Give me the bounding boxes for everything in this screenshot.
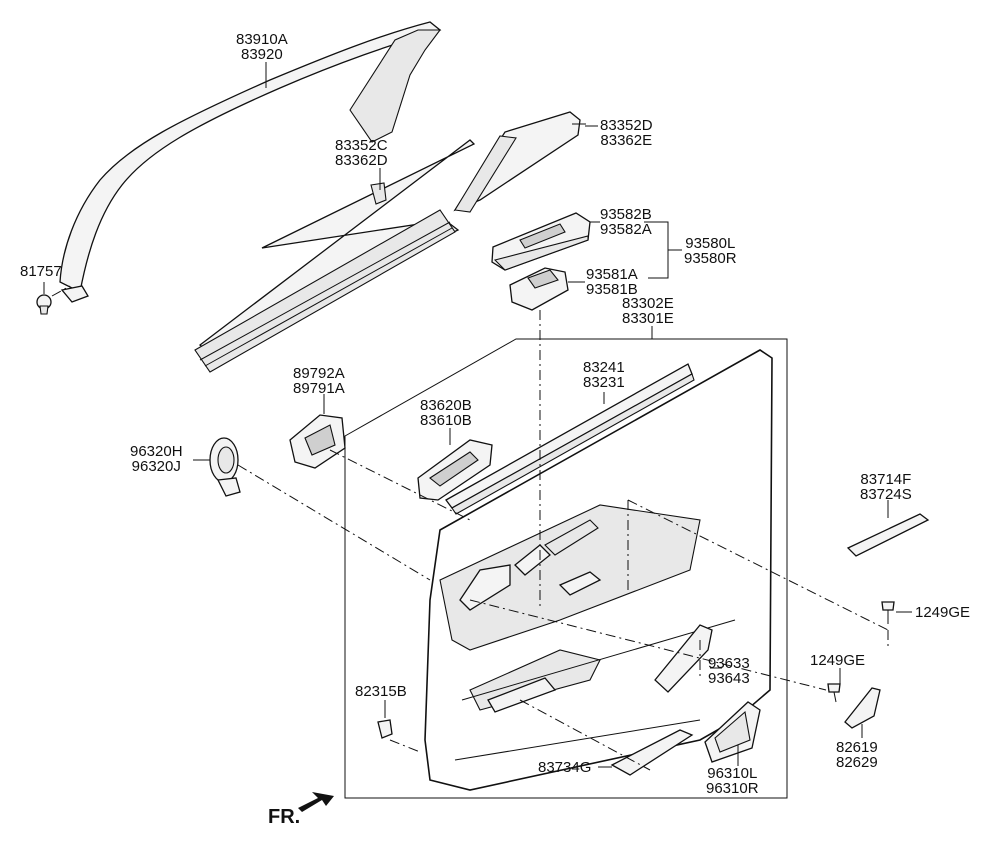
callout-line: 83714F: [860, 471, 912, 488]
callout-line: 81757: [20, 263, 62, 280]
delta-garnish: [453, 111, 586, 213]
callout-1249ge-right: 1249GE: [915, 605, 970, 620]
callout-line: 83920: [241, 46, 283, 63]
screw-lower: [827, 683, 841, 703]
callout-83734g: 83734G: [538, 760, 591, 775]
callout-line: 83241: [583, 359, 625, 376]
callout-line: 89792A: [293, 365, 345, 382]
callout-line: 93581A: [586, 266, 638, 283]
callout-line: 93643: [708, 670, 750, 687]
callout-line: 83734G: [538, 759, 592, 776]
armrest-switch-panel: [654, 624, 713, 693]
trim-pad: [846, 513, 930, 557]
callout-89792a: 89792A 89791A: [293, 366, 345, 396]
callout-line: 1249GE: [810, 652, 866, 669]
callout-line: 83352D: [600, 117, 653, 134]
callout-83302e: 83302E 83301E: [622, 296, 674, 326]
callout-96310l: 96310L 96310R: [706, 766, 759, 796]
callout-line: 83910A: [236, 31, 288, 48]
inner-weatherstrip: [194, 139, 476, 373]
power-window-main-switch: [491, 212, 591, 271]
door-pocket-pad: [610, 729, 694, 776]
callout-96320h: 96320H 96320J: [130, 444, 183, 474]
screw-right: [881, 601, 895, 624]
power-window-sub-switch: [509, 267, 569, 311]
front-direction-label: FR.: [268, 806, 301, 828]
callout-line: 93581B: [586, 281, 638, 298]
callout-93581a: 93581A 93581B: [586, 267, 638, 297]
callout-line: 93582B: [600, 206, 652, 223]
callout-line: 82629: [836, 754, 878, 771]
callout-line: 83302E: [622, 295, 674, 312]
callout-line: 96310L: [707, 765, 758, 782]
alignment-lines: [51, 285, 889, 771]
front-direction-arrow: [298, 792, 334, 812]
molding-clip: [36, 294, 52, 315]
callout-82619: 82619 82629: [836, 740, 878, 770]
callout-line: 96320H: [130, 443, 183, 460]
callout-line: 93582A: [600, 221, 652, 238]
callout-82315b: 82315B: [355, 684, 407, 699]
callout-83910a: 83910A 83920: [236, 32, 288, 62]
callout-83620b: 83620B 83610B: [420, 398, 472, 428]
callout-93582b: 93582B 93582A: [600, 207, 652, 237]
callout-line: 82315B: [355, 683, 407, 700]
callout-93580l: 93580L 93580R: [684, 236, 737, 266]
callout-line: 83231: [583, 374, 625, 391]
callout-1249ge-lower: 1249GE: [810, 653, 865, 668]
callout-line: 83362E: [600, 132, 653, 149]
callout-line: 96310R: [706, 780, 759, 797]
callout-83241: 83241 83231: [583, 360, 625, 390]
belt-weatherstrip: [445, 363, 695, 515]
inside-handle-housing: [289, 414, 346, 469]
callout-line: 83610B: [420, 412, 472, 429]
callout-81757: 81757: [20, 264, 62, 279]
speaker-grille: [704, 701, 761, 763]
callout-line: 1249GE: [915, 604, 971, 621]
callout-line: 83301E: [622, 310, 674, 327]
callout-line: 83620B: [420, 397, 472, 414]
callout-line: 83352C: [335, 137, 388, 154]
trim-cover: [844, 687, 881, 729]
callout-line: 93633: [708, 655, 750, 672]
door-frame-molding: [59, 21, 442, 303]
door-trim-assembly-frame: [344, 338, 788, 799]
callout-line: 93580R: [684, 250, 737, 267]
callout-line: 83724S: [860, 486, 912, 503]
callout-93633: 93633 93643: [708, 656, 750, 686]
callout-line: 83362D: [335, 152, 388, 169]
handle-bezel: [417, 439, 493, 501]
callout-line: 89791A: [293, 380, 345, 397]
callout-line: 96320J: [131, 458, 181, 475]
callout-83352d: 83352D 83362E: [600, 118, 653, 148]
trim-clip: [377, 719, 393, 739]
door-trim-panel: [424, 349, 773, 791]
tweeter-speaker: [209, 437, 241, 497]
callout-83714f: 83714F 83724S: [860, 472, 912, 502]
callout-line: 82619: [836, 739, 878, 756]
callout-83352c: 83352C 83362D: [335, 138, 388, 168]
leader-lines: [43, 62, 912, 768]
callout-line: 93580L: [685, 235, 736, 252]
